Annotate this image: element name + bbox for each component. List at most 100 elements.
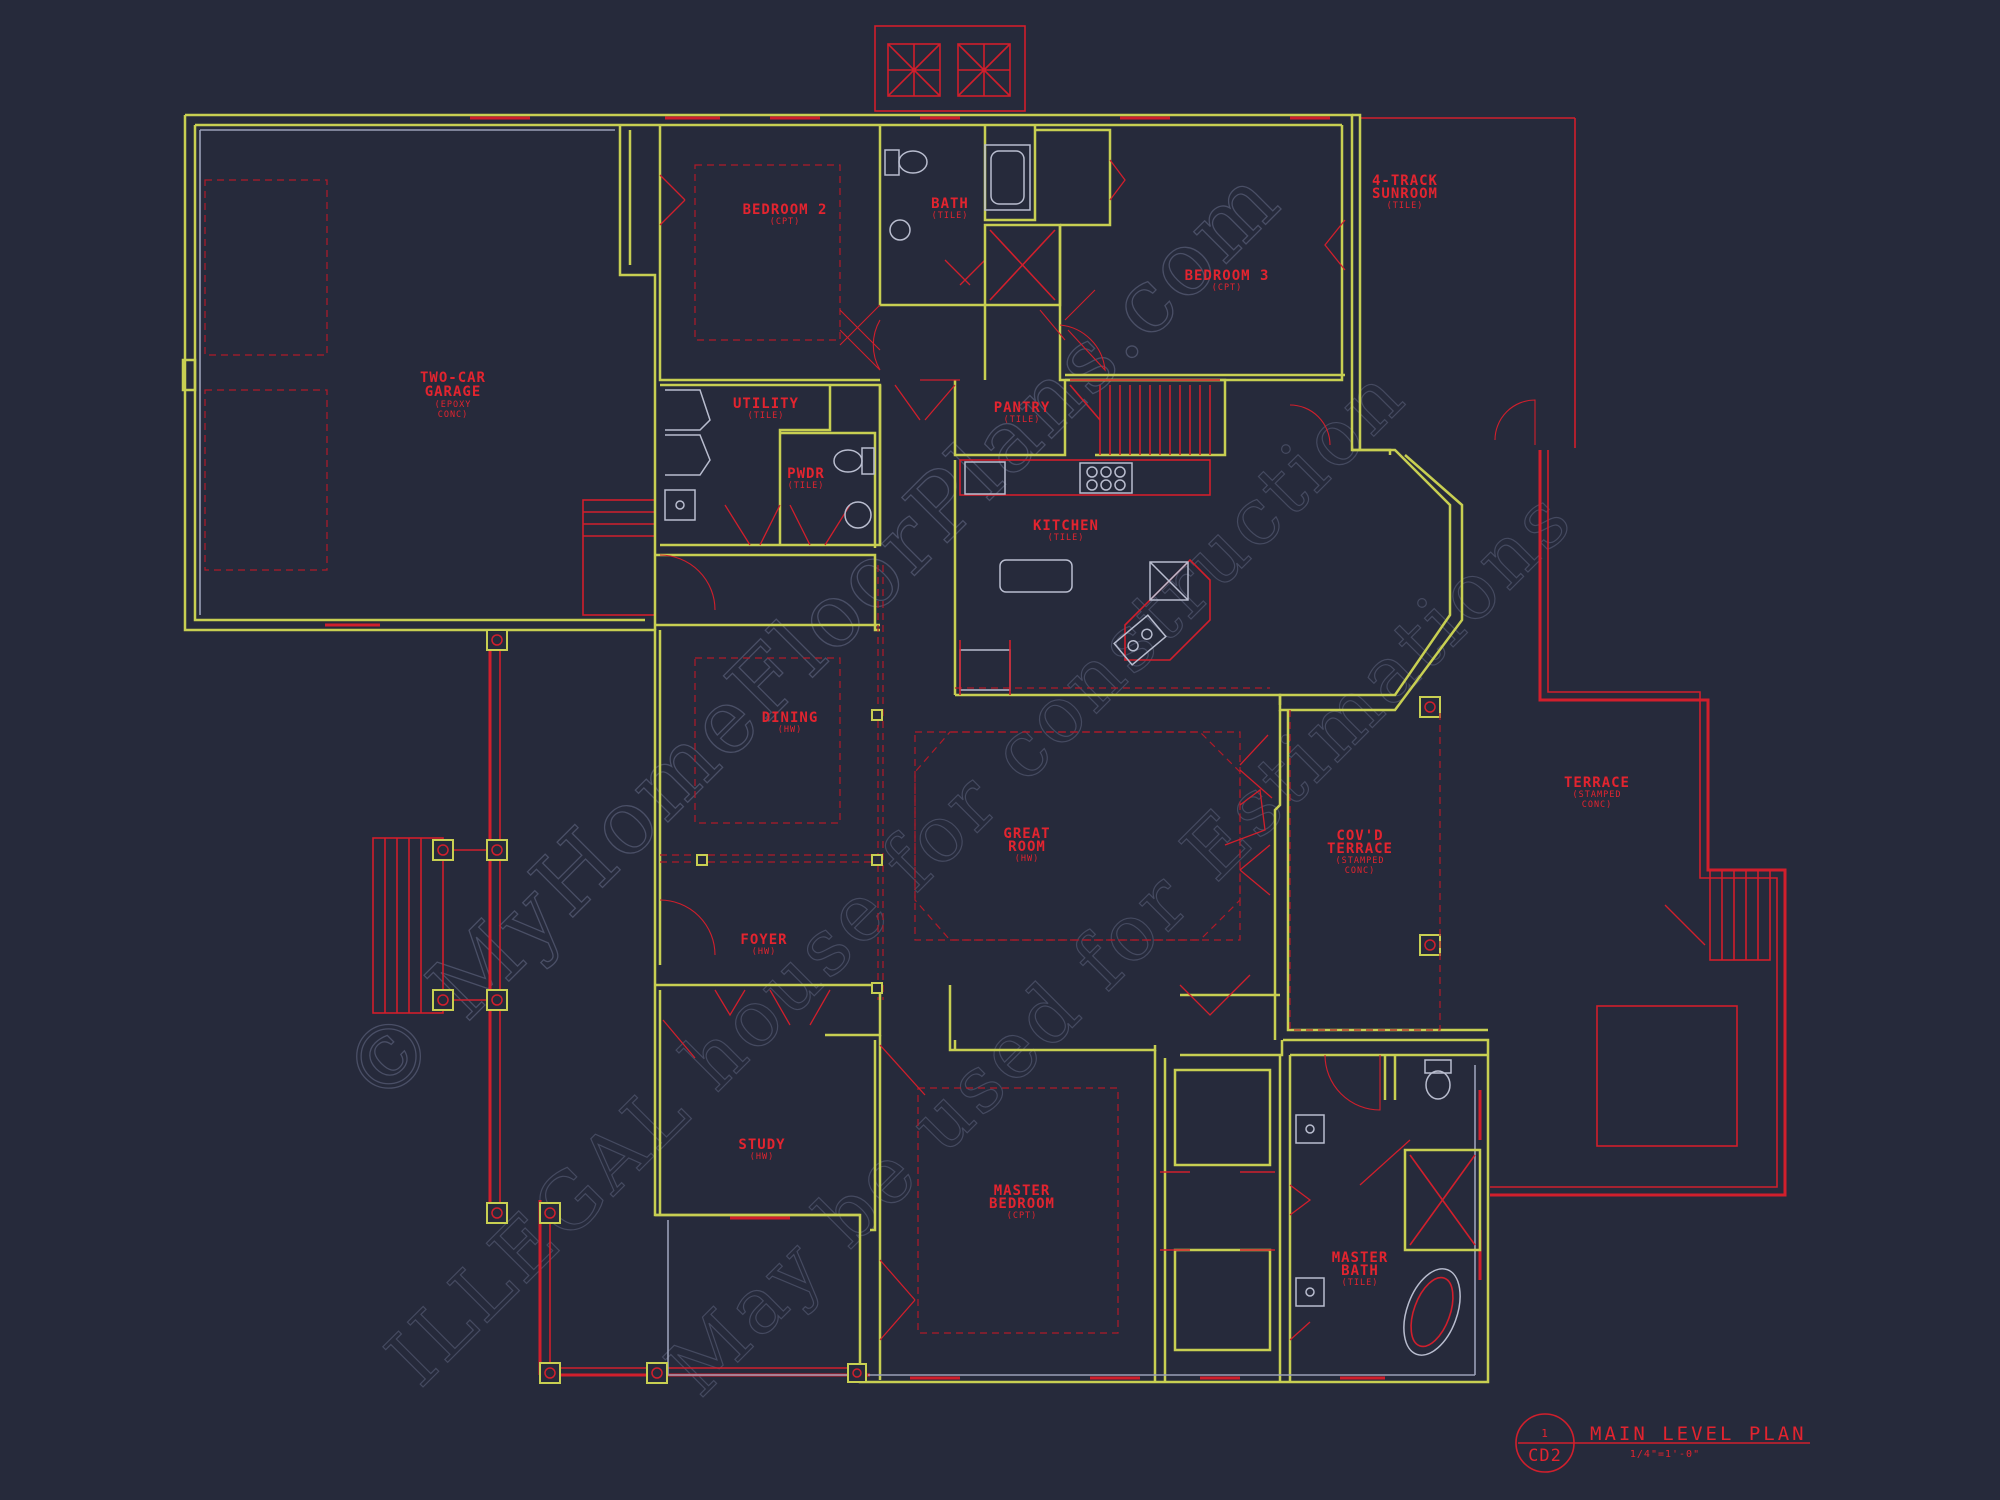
toilet-powder bbox=[833, 447, 875, 475]
svg-text:GARAGE: GARAGE bbox=[425, 384, 482, 400]
svg-text:(TILE): (TILE) bbox=[748, 411, 785, 421]
kitchen-range-hood bbox=[1149, 561, 1189, 601]
garage-steps bbox=[582, 499, 656, 616]
svg-text:PANTRY: PANTRY bbox=[994, 400, 1051, 416]
svg-text:(TILE): (TILE) bbox=[1342, 1278, 1379, 1288]
kitchen-prep-island bbox=[999, 559, 1073, 593]
exterior-outlines bbox=[325, 25, 1787, 1380]
watermark: © MyHomeFloorPlans.com ILLEGAL house for… bbox=[321, 147, 1591, 1414]
label-study: STUDY (HW) bbox=[738, 1137, 785, 1162]
label-dining: DINING (HW) bbox=[762, 710, 819, 735]
label-bedroom-2: BEDROOM 2 (CPT) bbox=[743, 202, 828, 227]
label-great-room: GREAT ROOM (HW) bbox=[1003, 826, 1050, 864]
chimney bbox=[874, 25, 1026, 112]
svg-text:CONC): CONC) bbox=[1345, 866, 1376, 876]
sink-powder bbox=[844, 501, 872, 529]
svg-text:CONC): CONC) bbox=[438, 410, 469, 420]
label-pantry: PANTRY (TILE) bbox=[994, 400, 1051, 425]
label-kitchen: KITCHEN (TILE) bbox=[1033, 518, 1099, 543]
svg-text:DINING: DINING bbox=[762, 710, 819, 726]
label-covd-terrace: COV'D TERRACE (STAMPED CONC) bbox=[1327, 828, 1393, 876]
label-master-bath: MASTER BATH (TILE) bbox=[1332, 1250, 1389, 1288]
kitchen-fridge bbox=[959, 649, 1011, 691]
utility-sink bbox=[664, 489, 696, 521]
svg-text:BATH: BATH bbox=[931, 196, 969, 212]
cooktop bbox=[1079, 462, 1133, 494]
plan-title: MAIN LEVEL PLAN bbox=[1590, 1423, 1807, 1445]
dashed-features bbox=[660, 164, 1441, 1334]
sheet-number: 1 bbox=[1541, 1427, 1549, 1440]
stairs bbox=[1069, 379, 1220, 455]
label-powder: PWDR (TILE) bbox=[787, 466, 825, 491]
svg-text:(HW): (HW) bbox=[750, 1152, 774, 1162]
label-foyer: FOYER (HW) bbox=[740, 932, 787, 957]
svg-text:SUNROOM: SUNROOM bbox=[1372, 186, 1438, 202]
svg-text:(CPT): (CPT) bbox=[1007, 1211, 1038, 1221]
svg-text:TERRACE: TERRACE bbox=[1564, 775, 1630, 791]
svg-text:MASTER: MASTER bbox=[1332, 1250, 1389, 1266]
svg-text:BEDROOM 3: BEDROOM 3 bbox=[1185, 268, 1270, 284]
svg-text:(CPT): (CPT) bbox=[770, 217, 801, 227]
svg-text:4-TRACK: 4-TRACK bbox=[1372, 173, 1438, 189]
label-bedroom-3: BEDROOM 3 (CPT) bbox=[1185, 268, 1270, 293]
kitchen-sink bbox=[1113, 614, 1167, 666]
title-block: 1 CD2 MAIN LEVEL PLAN 1/4"=1'-0" bbox=[1515, 1413, 1810, 1473]
sink-master-1 bbox=[1295, 1114, 1325, 1144]
tub-master bbox=[1403, 1268, 1461, 1356]
svg-text:ROOM: ROOM bbox=[1008, 839, 1046, 855]
svg-text:MASTER: MASTER bbox=[994, 1183, 1051, 1199]
svg-text:(CPT): (CPT) bbox=[1212, 283, 1243, 293]
label-sunroom: 4-TRACK SUNROOM (TILE) bbox=[1372, 173, 1438, 211]
svg-text:(HW): (HW) bbox=[752, 947, 776, 957]
walls bbox=[183, 113, 1490, 1384]
svg-text:(TILE): (TILE) bbox=[1048, 533, 1085, 543]
svg-text:(TILE): (TILE) bbox=[1387, 201, 1424, 211]
svg-text:STUDY: STUDY bbox=[738, 1137, 785, 1153]
porch-steps bbox=[372, 837, 444, 1014]
svg-text:CONC): CONC) bbox=[1582, 800, 1613, 810]
shower-master bbox=[1403, 1148, 1482, 1252]
kitchen-island bbox=[1124, 558, 1211, 661]
garage-dashed bbox=[204, 179, 328, 571]
svg-text:(EPOXY: (EPOXY bbox=[435, 400, 472, 410]
svg-text:(TILE): (TILE) bbox=[788, 481, 825, 491]
svg-text:TERRACE: TERRACE bbox=[1327, 841, 1393, 857]
svg-text:BEDROOM: BEDROOM bbox=[989, 1196, 1055, 1212]
svg-text:FOYER: FOYER bbox=[740, 932, 787, 948]
porch-posts bbox=[432, 629, 1441, 1384]
room-labels: TWO-CAR GARAGE (EPOXY CONC) BEDROOM 2 (C… bbox=[420, 173, 1630, 1288]
label-utility: UTILITY (TILE) bbox=[733, 396, 799, 421]
kitchen-counter bbox=[959, 459, 1211, 496]
svg-text:UTILITY: UTILITY bbox=[733, 396, 799, 412]
svg-text:(STAMPED: (STAMPED bbox=[1336, 856, 1385, 866]
sink-bath bbox=[889, 219, 911, 241]
toilet-master bbox=[1424, 1059, 1452, 1100]
label-master-bedroom: MASTER BEDROOM (CPT) bbox=[989, 1183, 1055, 1221]
svg-text:GREAT: GREAT bbox=[1003, 826, 1050, 842]
svg-text:COV'D: COV'D bbox=[1336, 828, 1383, 844]
toilet-bath bbox=[884, 149, 928, 176]
terrace-hot-tub bbox=[1596, 1005, 1738, 1147]
svg-text:(HW): (HW) bbox=[778, 725, 802, 735]
plan-scale: 1/4"=1'-0" bbox=[1630, 1449, 1700, 1460]
terrace-outline bbox=[1490, 450, 1787, 1197]
terrace-steps bbox=[1709, 869, 1771, 961]
fixtures bbox=[181, 144, 1482, 1356]
svg-text:(TILE): (TILE) bbox=[932, 211, 969, 221]
svg-text:BATH: BATH bbox=[1341, 1263, 1379, 1279]
label-garage: TWO-CAR GARAGE (EPOXY CONC) bbox=[420, 370, 486, 420]
tub-bath bbox=[984, 144, 1031, 211]
label-bath: BATH (TILE) bbox=[931, 196, 969, 221]
svg-text:(TILE): (TILE) bbox=[1004, 415, 1041, 425]
svg-text:PWDR: PWDR bbox=[787, 466, 825, 482]
svg-text:(STAMPED: (STAMPED bbox=[1573, 790, 1622, 800]
svg-text:(HW): (HW) bbox=[1015, 854, 1039, 864]
svg-text:KITCHEN: KITCHEN bbox=[1033, 518, 1099, 534]
svg-text:TWO-CAR: TWO-CAR bbox=[420, 370, 486, 386]
sheet-id: CD2 bbox=[1528, 1446, 1562, 1466]
svg-text:BEDROOM 2: BEDROOM 2 bbox=[743, 202, 828, 218]
sink-master-2 bbox=[1295, 1277, 1325, 1307]
label-terrace: TERRACE (STAMPED CONC) bbox=[1564, 775, 1630, 810]
